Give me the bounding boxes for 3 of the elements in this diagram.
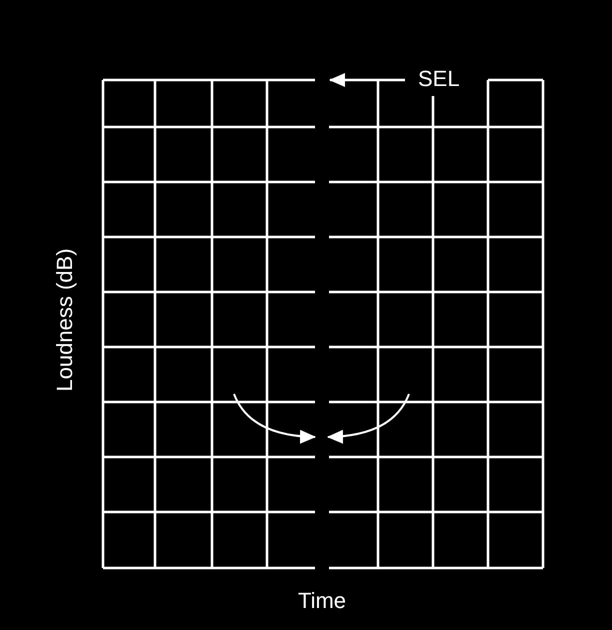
axis-title: Loudness (dB) xyxy=(54,248,76,392)
axis-title: Time xyxy=(298,590,346,612)
pointer-label: SEL xyxy=(418,68,460,90)
